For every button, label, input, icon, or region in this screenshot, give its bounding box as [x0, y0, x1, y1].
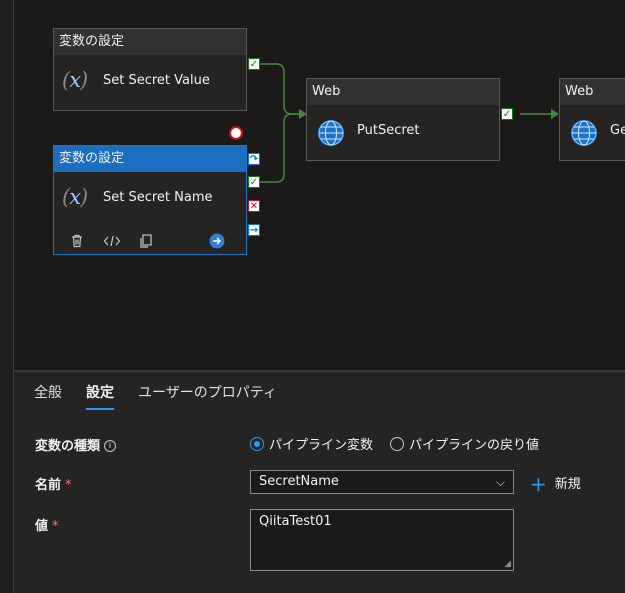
code-icon[interactable]	[103, 233, 121, 252]
radio-label: パイプラインの戻り値	[409, 438, 540, 453]
trash-icon[interactable]	[69, 233, 85, 252]
arrow-circle-icon[interactable]	[209, 233, 225, 252]
activity-type-label: Web	[307, 79, 499, 105]
variable-type-label-text: 変数の種類	[35, 439, 101, 454]
completion-icon[interactable]: ↷	[248, 153, 260, 165]
connectors	[260, 63, 559, 183]
activity-get-secret[interactable]: Web Ge	[559, 78, 625, 161]
required-mark: *	[65, 478, 72, 493]
panel-splitter[interactable]	[14, 370, 625, 372]
activity-set-secret-value[interactable]: 変数の設定 (x) Set Secret Value	[53, 28, 247, 111]
new-button-label: 新規	[554, 477, 581, 492]
activity-name: Ge	[610, 123, 625, 138]
value-textarea[interactable]: QiitaTest01 ◢	[250, 509, 514, 571]
activity-put-secret[interactable]: Web PutSecret	[306, 78, 500, 161]
name-select-value: SecretName	[259, 474, 339, 489]
activity-set-secret-name[interactable]: 変数の設定 (x) Set Secret Name	[53, 145, 247, 255]
error-indicator-icon[interactable]	[229, 126, 243, 140]
activity-name: Set Secret Name	[103, 190, 213, 205]
chevron-down-icon: ⌵	[495, 475, 505, 489]
success-check-icon[interactable]: ✓	[248, 176, 260, 188]
value-label-text: 値	[35, 519, 49, 534]
activity-name: PutSecret	[357, 123, 420, 138]
name-label-text: 名前	[35, 478, 62, 493]
success-check-icon[interactable]: ✓	[248, 58, 260, 70]
radio-unselected-icon	[390, 437, 404, 451]
activity-type-label: 変数の設定	[54, 29, 246, 55]
failure-x-icon[interactable]: ✕	[248, 200, 260, 212]
activity-toolbar	[54, 228, 246, 256]
globe-icon	[571, 120, 597, 146]
activity-type-label: Web	[560, 79, 625, 105]
name-select[interactable]: SecretName ⌵	[250, 470, 514, 494]
plus-icon: +	[530, 472, 547, 496]
copy-icon[interactable]	[138, 233, 154, 252]
tab-user-properties[interactable]: ユーザーのプロパティ	[138, 385, 277, 401]
value-label: 値*	[35, 515, 59, 534]
activity-name: Set Secret Value	[103, 73, 210, 88]
value-text: QiitaTest01	[259, 514, 332, 529]
tab-general[interactable]: 全般	[34, 385, 62, 401]
resize-grip-icon[interactable]: ◢	[504, 559, 511, 569]
required-mark: *	[52, 519, 59, 534]
name-label: 名前*	[35, 474, 72, 493]
tab-settings[interactable]: 設定	[86, 382, 114, 410]
radio-pipeline-return-value[interactable]: パイプラインの戻り値	[390, 434, 539, 453]
success-check-icon[interactable]: ✓	[501, 108, 513, 120]
radio-label: パイプライン変数	[269, 438, 374, 453]
variable-x-icon: (x)	[62, 185, 88, 209]
pipeline-canvas[interactable]: 変数の設定 (x) Set Secret Value ✓ 変数の設定 (x) S…	[14, 0, 625, 370]
skip-arrow-icon[interactable]: →	[248, 224, 260, 236]
globe-icon	[318, 120, 344, 146]
activity-type-label: 変数の設定	[54, 146, 246, 172]
variable-x-icon: (x)	[62, 68, 88, 92]
new-variable-button[interactable]: + 新規	[530, 472, 581, 496]
radio-selected-icon	[250, 437, 264, 451]
info-icon[interactable]: i	[104, 440, 117, 452]
left-sidebar-strip	[0, 0, 14, 593]
radio-pipeline-variable[interactable]: パイプライン変数	[250, 434, 373, 453]
